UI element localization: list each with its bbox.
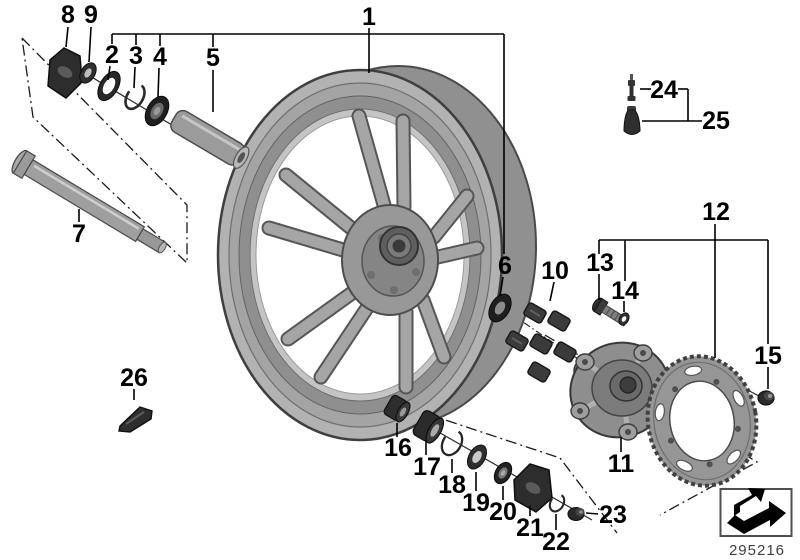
part-5-spacer-sleeve bbox=[170, 109, 250, 169]
callout-21: 21 bbox=[516, 514, 544, 542]
sprocket-slots bbox=[654, 365, 745, 472]
axle-group-frame bbox=[21, 36, 188, 265]
callout-7: 7 bbox=[72, 220, 86, 248]
part-2-seal-ring bbox=[97, 70, 121, 102]
part-23-nut-small bbox=[567, 506, 585, 522]
part-26-balance-weight bbox=[118, 406, 153, 433]
callout-10: 10 bbox=[541, 257, 569, 285]
callout-20: 20 bbox=[489, 498, 517, 526]
callout-6: 6 bbox=[498, 252, 512, 280]
spokes bbox=[263, 110, 483, 393]
leader-lines bbox=[65, 26, 769, 530]
part-4-bearing bbox=[144, 95, 170, 127]
callout-2: 2 bbox=[105, 41, 119, 69]
part-22-circlip-small bbox=[548, 493, 566, 513]
plate-number: 295216 bbox=[729, 542, 785, 559]
callout-8: 8 bbox=[61, 1, 75, 29]
callout-26: 26 bbox=[120, 364, 148, 392]
callout-3: 3 bbox=[129, 42, 143, 70]
direction-arrow-icon bbox=[727, 488, 786, 534]
part-15-nut bbox=[757, 390, 775, 406]
callout-16: 16 bbox=[384, 434, 412, 462]
callout-1: 1 bbox=[362, 3, 376, 31]
callout-13: 13 bbox=[586, 249, 614, 277]
part-25-valve bbox=[623, 106, 641, 135]
part-24-valve-core bbox=[627, 74, 636, 101]
construction-lines bbox=[21, 36, 759, 534]
part-12-chain-sprocket bbox=[645, 354, 759, 488]
callout-24: 24 bbox=[650, 76, 678, 104]
sprocket-group-frame bbox=[544, 334, 759, 516]
part-19-seal-ring bbox=[467, 444, 487, 470]
callout-14: 14 bbox=[611, 277, 639, 305]
part-21-chain-adjuster-right bbox=[513, 463, 553, 513]
part-7-axle bbox=[11, 149, 167, 254]
part-17-bearing bbox=[412, 410, 445, 444]
callout-18: 18 bbox=[438, 471, 466, 499]
callout-4: 4 bbox=[153, 43, 167, 71]
part-11-hub-carrier bbox=[569, 341, 675, 441]
hub-pocket bbox=[367, 271, 375, 279]
callout-19: 19 bbox=[462, 489, 490, 517]
wheel-hub bbox=[341, 204, 439, 316]
part-14-washer bbox=[618, 312, 630, 326]
part-18-circlip bbox=[440, 429, 464, 457]
callout-12: 12 bbox=[702, 198, 730, 226]
callout-labels: 1 2 3 4 5 6 7 8 9 10 11 12 13 14 15 16 1… bbox=[61, 1, 782, 556]
part-20-bearing-small bbox=[493, 461, 513, 485]
part-9-bushing bbox=[79, 62, 97, 84]
callout-23: 23 bbox=[599, 501, 627, 529]
sprocket-bolt-holes bbox=[667, 378, 741, 468]
callout-11: 11 bbox=[608, 450, 635, 478]
part-3-circlip bbox=[124, 83, 146, 111]
hub-center-hole bbox=[392, 239, 406, 253]
part-10-cush-drive-rubbers bbox=[505, 302, 577, 383]
hub-pocket bbox=[390, 286, 398, 294]
direction-logo-box bbox=[719, 488, 793, 537]
part-6-grooved-ball-bearing bbox=[488, 293, 512, 323]
callout-17: 17 bbox=[413, 453, 441, 481]
part-16-spacer-bushing bbox=[383, 394, 411, 423]
callout-5: 5 bbox=[206, 44, 220, 72]
callout-22: 22 bbox=[542, 528, 570, 556]
callout-25: 25 bbox=[702, 107, 730, 135]
part-8-chain-adjuster-left bbox=[47, 47, 83, 99]
cast-wheel bbox=[216, 65, 537, 442]
callout-15: 15 bbox=[754, 342, 782, 370]
hub-pocket bbox=[412, 268, 420, 276]
callout-9: 9 bbox=[84, 1, 98, 29]
